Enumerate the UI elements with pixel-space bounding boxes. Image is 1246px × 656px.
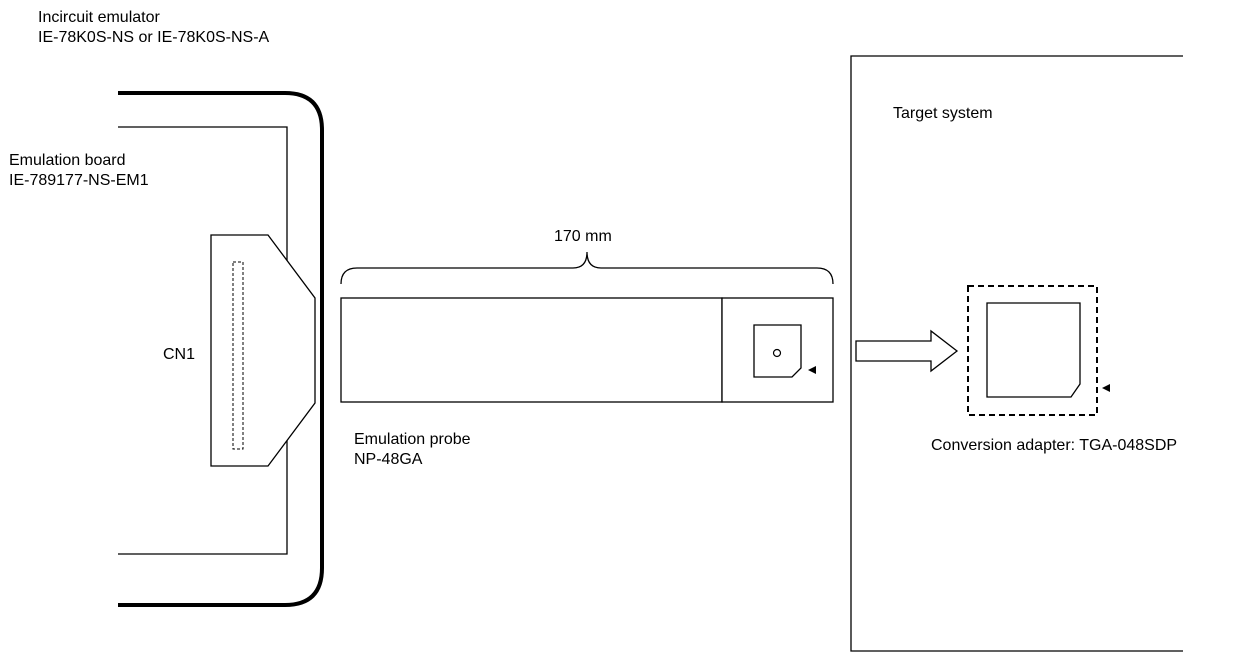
probe-socket-pin1-mark — [772, 348, 782, 358]
conversion-adapter — [967, 285, 1098, 416]
emulator-title: Incircuit emulator — [38, 9, 160, 26]
cn1-connector-pins — [232, 261, 244, 450]
cn1-connector — [210, 234, 316, 467]
emulation-board-model: IE-789177-NS-EM1 — [9, 172, 149, 189]
length-brace — [340, 251, 834, 285]
emulator-model: IE-78K0S-NS or IE-78K0S-NS-A — [38, 29, 270, 46]
emulation-board-title: Emulation board — [9, 152, 126, 169]
emulation-probe-body — [340, 297, 723, 403]
cn1-label: CN1 — [163, 346, 196, 363]
target-system-label: Target system — [893, 105, 993, 122]
probe-model: NP-48GA — [354, 451, 423, 468]
target-system-outline — [850, 55, 1183, 652]
probe-length-label: 170 mm — [554, 228, 612, 245]
conversion-adapter-socket — [986, 302, 1081, 398]
probe-index-marker — [808, 366, 816, 374]
connection-arrow — [855, 329, 959, 373]
conversion-adapter-label: Conversion adapter: TGA-048SDP — [931, 437, 1178, 454]
emulator-housing-outline — [118, 91, 324, 607]
adapter-index-marker — [1102, 384, 1110, 392]
probe-title: Emulation probe — [354, 431, 471, 448]
